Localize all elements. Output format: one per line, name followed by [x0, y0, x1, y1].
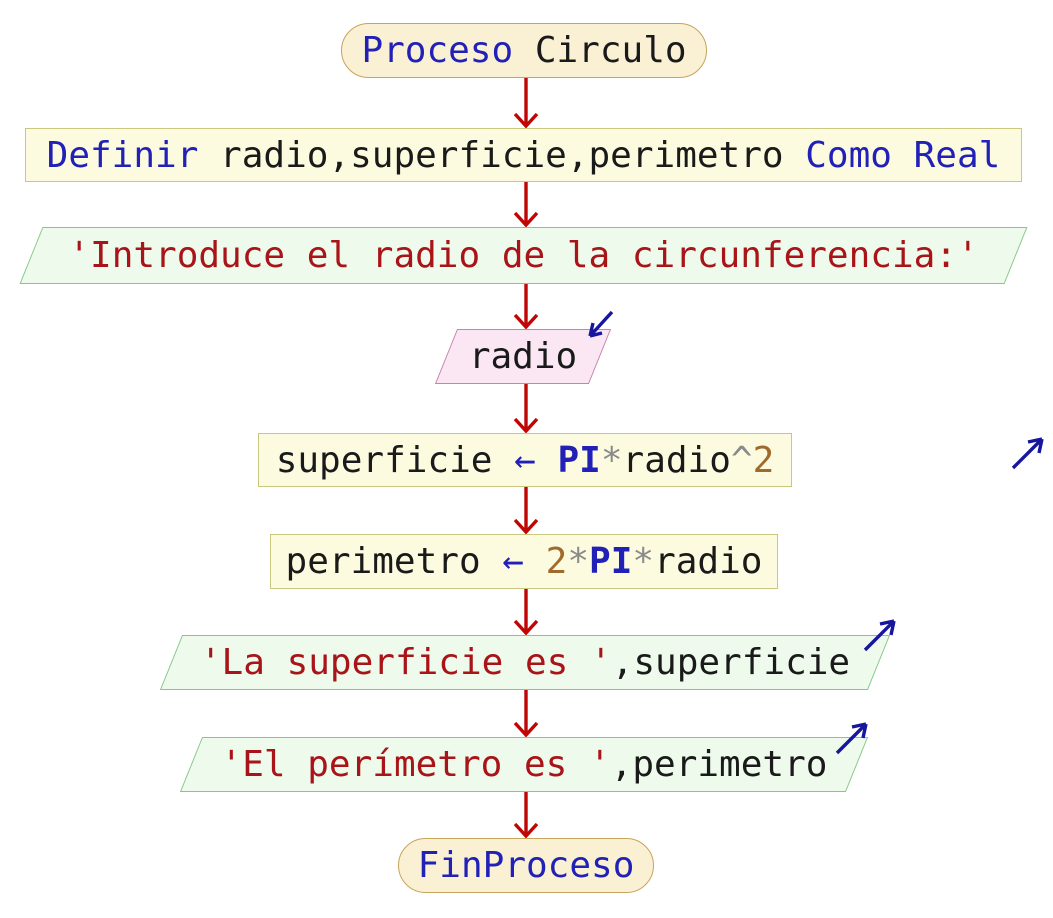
operator-text: * [600, 439, 623, 481]
start-terminator-node[interactable]: Proceso Circulo [341, 23, 707, 78]
keyword-text: Proceso [361, 30, 535, 71]
flow-arrow-icon [513, 589, 539, 635]
end-node-label: FinProceso [399, 839, 653, 892]
start-node-label: Proceso Circulo [342, 24, 706, 77]
string-text: 'La superficie es ' [199, 642, 612, 683]
prompt-node-label: 'Introduce el radio de la circunferencia… [20, 227, 1027, 284]
input-radio-node[interactable]: radio [434, 329, 612, 384]
keyword-text: Como Real [783, 134, 1001, 176]
constant-text: PI [589, 541, 633, 582]
assign-arrow-text: ← [514, 439, 558, 481]
constant-text: PI [557, 439, 601, 481]
output-arrow-icon [863, 619, 896, 652]
number-text: 2 [545, 541, 568, 582]
superficie-output-label: 'La superficie es ',superficie [160, 635, 890, 690]
variable-text: superficie [275, 439, 515, 481]
keyword-text: FinProceso [417, 845, 635, 886]
perimetro-output-label: 'El perímetro es ',perimetro [180, 737, 868, 792]
perimetro-node-label: perimetro ← 2*PI*radio [271, 535, 777, 588]
flow-arrow-icon [513, 182, 539, 227]
keyword-text: Definir [46, 134, 221, 176]
string-text: 'Introduce el radio de la circunferencia… [68, 235, 979, 276]
variables-text: radio,superficie,perimetro [220, 134, 784, 176]
variable-text: radio [468, 336, 578, 377]
assign-superficie-node[interactable]: superficie ← PI*radio^2 [258, 433, 792, 487]
output-prompt-node[interactable]: 'Introduce el radio de la circunferencia… [19, 227, 1044, 470]
variable-text: ,perimetro [610, 744, 828, 785]
variable-text: radio [654, 541, 763, 582]
operator-text: ^ [730, 439, 753, 481]
flow-arrow-icon [513, 792, 539, 838]
flow-arrow-icon [513, 78, 539, 128]
flow-arrow-icon [513, 690, 539, 737]
output-perimetro-node[interactable]: 'El perímetro es ',perimetro [179, 737, 869, 792]
variable-text: ,superficie [611, 642, 851, 683]
assign-arrow-text: ← [502, 541, 546, 582]
number-text: 2 [752, 439, 775, 481]
flow-arrow-icon [513, 487, 539, 534]
string-text: 'El perímetro es ' [220, 744, 611, 785]
output-arrow-icon [1011, 437, 1044, 470]
define-variables-node[interactable]: Definir radio,superficie,perimetro Como … [25, 128, 1022, 182]
end-terminator-node[interactable]: FinProceso [398, 838, 654, 893]
operator-text: * [632, 541, 655, 582]
variable-text: perimetro [285, 541, 503, 582]
flow-arrow-icon [513, 384, 539, 433]
operator-text: * [567, 541, 590, 582]
output-arrow-icon [835, 722, 868, 755]
flow-arrow-icon [513, 284, 539, 329]
radio-node-label: radio [435, 329, 611, 384]
assign-perimetro-node[interactable]: perimetro ← 2*PI*radio [270, 534, 778, 589]
process-name-text: Circulo [534, 30, 687, 71]
variable-text: radio [622, 439, 731, 481]
output-superficie-node[interactable]: 'La superficie es ',superficie [159, 635, 891, 690]
define-node-label: Definir radio,superficie,perimetro Como … [26, 129, 1021, 181]
input-arrow-icon [588, 310, 614, 338]
superficie-node-label: superficie ← PI*radio^2 [259, 434, 791, 486]
